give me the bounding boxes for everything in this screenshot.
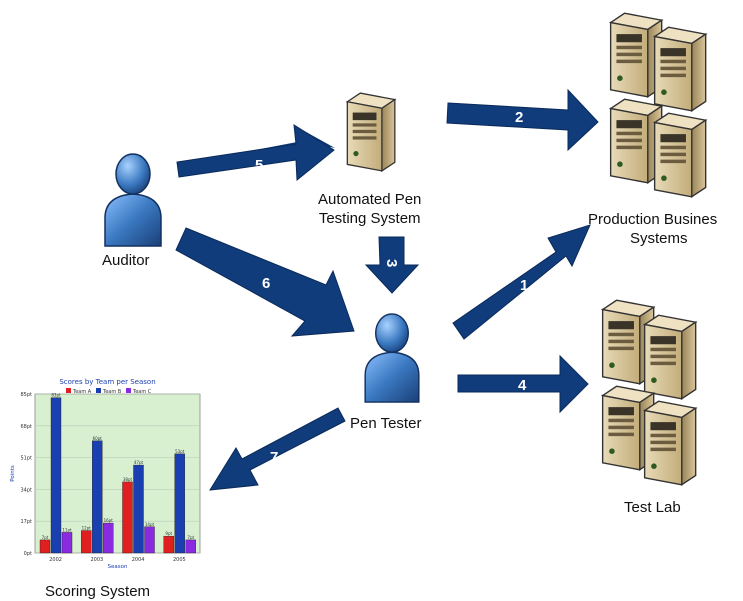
bar-data-label: 83pt [51, 393, 61, 398]
x-tick-label: 2002 [49, 557, 62, 563]
bar-data-label: 38pt [123, 477, 133, 482]
arrow-4: 4 [457, 354, 589, 414]
bar [103, 522, 114, 554]
legend-label: Team B [102, 389, 122, 395]
bar-data-label: 12pt [82, 526, 92, 531]
bar-data-label: 60pt [93, 436, 103, 441]
arrow-6-number: 6 [262, 275, 270, 292]
arrow-3-number: 3 [383, 259, 400, 267]
y-axis-label: Points [10, 465, 16, 482]
arrow-7: 7 [209, 407, 346, 491]
arrow-2-number: 2 [515, 109, 523, 126]
x-axis-label: Season [108, 564, 128, 570]
x-tick-label: 2005 [173, 557, 186, 563]
bar [61, 532, 73, 554]
automated-system-label-line2: Testing System [318, 210, 421, 227]
bar-data-label: 9pt [165, 531, 172, 536]
production-systems-label: Production Busines Systems [588, 210, 717, 248]
x-tick-label: 2003 [91, 557, 104, 563]
automated-server-icon [346, 92, 396, 172]
arrow-2: 2 [446, 88, 599, 152]
bar [174, 453, 185, 554]
bar-data-label: 11pt [62, 527, 72, 532]
arrow-3: 3 [364, 236, 420, 294]
arrow-5: 5 [176, 124, 335, 182]
bar-data-label: 53pt [175, 449, 185, 454]
automated-system-label: Automated Pen Testing System [318, 190, 421, 228]
legend-label: Team A [72, 389, 92, 395]
bar-data-label: 16pt [104, 518, 114, 523]
auditor-label: Auditor [102, 252, 150, 269]
bar [133, 464, 144, 554]
x-tick-label: 2004 [132, 557, 145, 563]
bar [50, 397, 62, 554]
bar [81, 530, 92, 554]
arrow-5-number: 5 [255, 157, 263, 174]
arrow-1: 1 [452, 224, 591, 340]
bar [185, 539, 196, 554]
auditor-icon [104, 153, 162, 247]
test-lab-servers-icon [601, 299, 697, 486]
legend-swatch [96, 388, 101, 393]
bar [122, 481, 133, 554]
arrow-6: 6 [175, 227, 355, 337]
production-systems-label-line2: Systems [630, 230, 688, 247]
bar [39, 539, 51, 554]
production-systems-label-line1: Production Busines [588, 211, 718, 228]
legend-swatch [66, 388, 71, 393]
arrow-1-number: 1 [520, 277, 528, 294]
y-tick-label: 0pt [24, 551, 32, 557]
automated-system-label-line1: Automated Pen [318, 191, 422, 208]
arrow-4-number: 4 [518, 377, 527, 394]
bar-data-label: 47pt [134, 460, 144, 465]
y-tick-label: 68pt [21, 424, 33, 430]
bar [92, 440, 103, 554]
bar-data-label: 7pt [42, 535, 49, 540]
production-servers-icon [609, 12, 707, 198]
y-tick-label: 17pt [21, 519, 33, 525]
arrow-7-number: 7 [270, 449, 278, 466]
chart-title: Scores by Team per Season [59, 378, 155, 386]
legend-swatch [126, 388, 131, 393]
bar-data-label: 14pt [145, 522, 155, 527]
test-lab-label: Test Lab [624, 499, 681, 516]
bar-data-label: 7pt [187, 535, 194, 540]
bar [144, 526, 155, 554]
pen-tester-label: Pen Tester [350, 415, 422, 432]
y-tick-label: 85pt [21, 392, 33, 398]
bar [163, 535, 174, 554]
y-tick-label: 34pt [21, 487, 33, 493]
legend-label: Team C [132, 389, 152, 395]
scoring-system-label: Scoring System [45, 583, 151, 600]
pen-tester-icon [364, 313, 420, 403]
y-tick-label: 51pt [21, 456, 33, 462]
